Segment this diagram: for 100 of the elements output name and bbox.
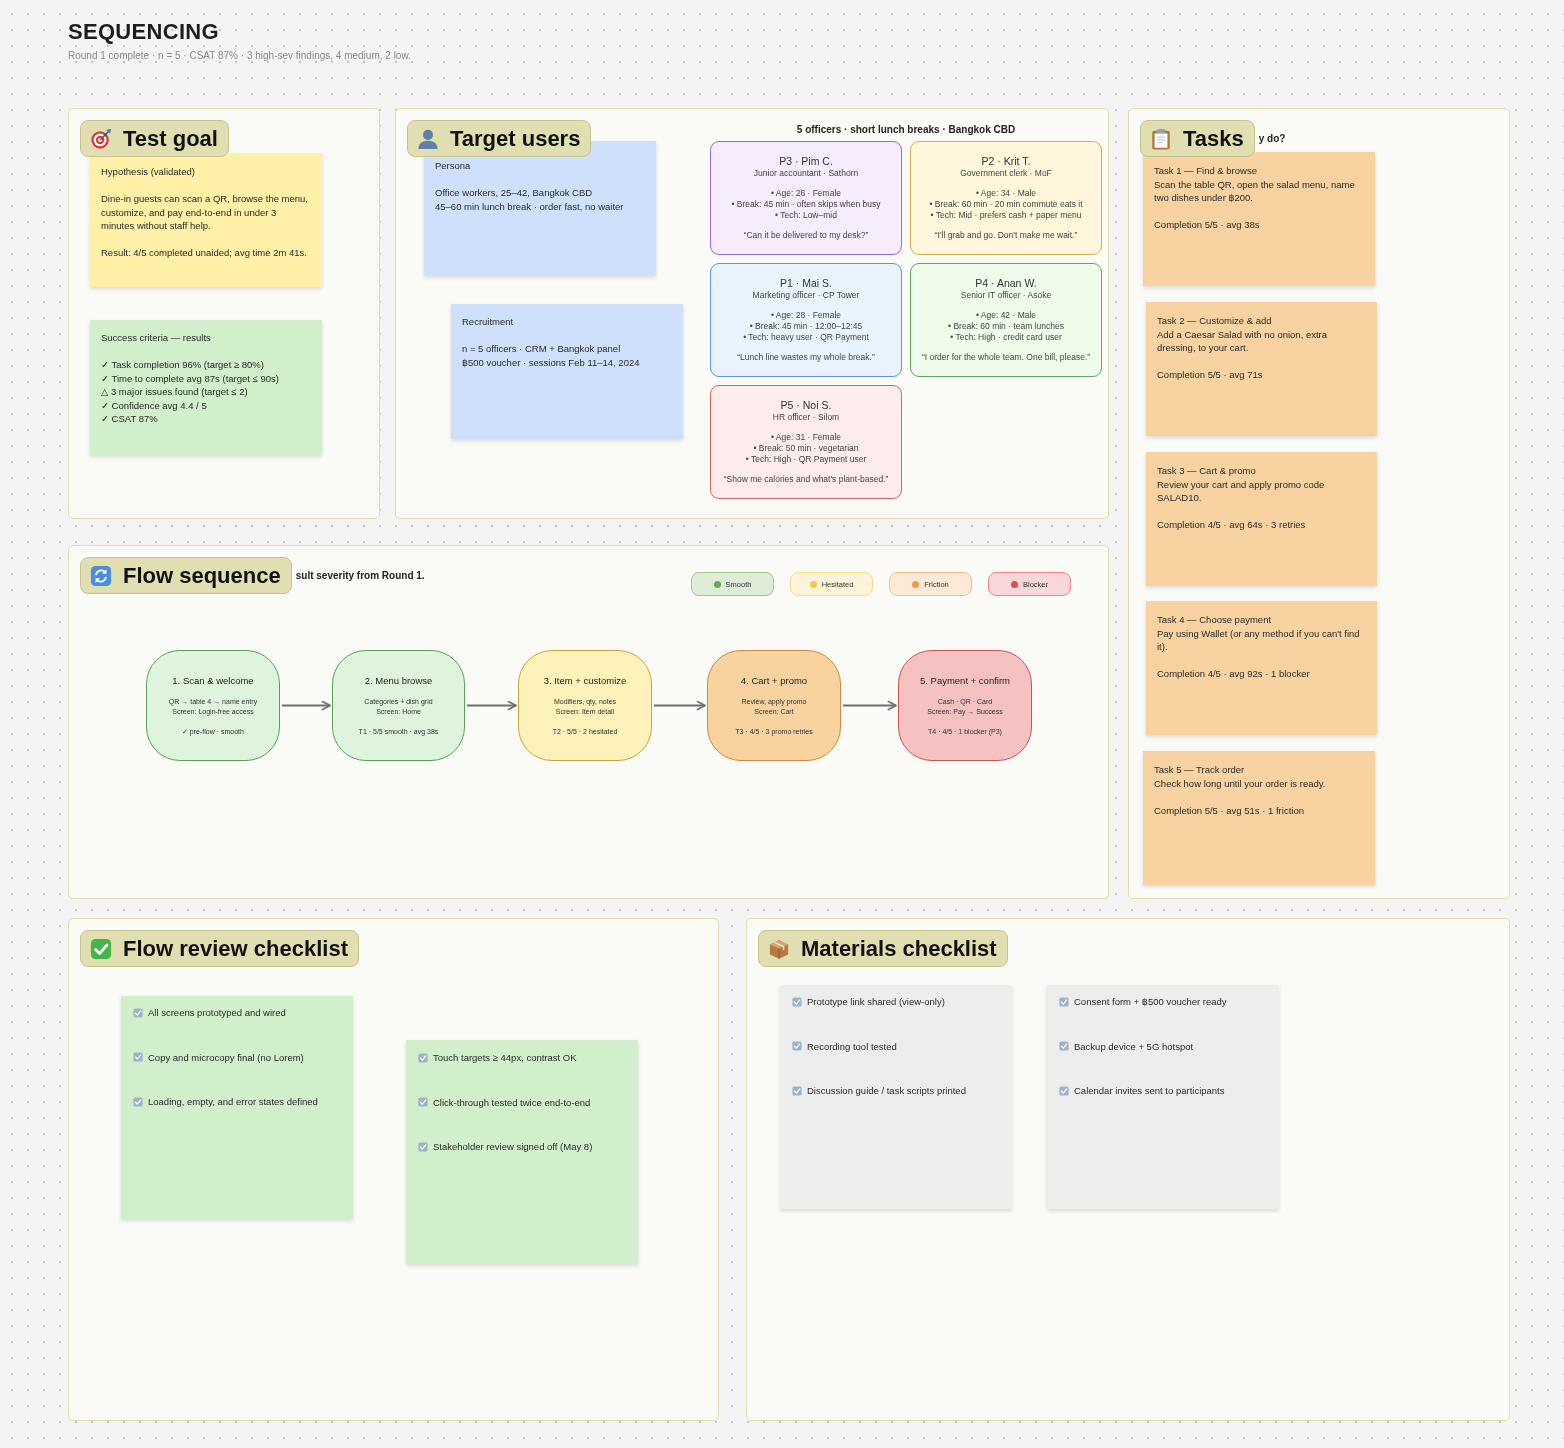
- note-text: Dine-in guests can scan a QR, browse the menu, customize, and pay end-to-end in under 3 minutes without staff help.: [101, 192, 309, 233]
- note-heading: Persona: [435, 159, 472, 173]
- persona-detail: • Break: 60 min · 20 min commute eats it: [928, 199, 1084, 210]
- section-title: Tasks: [1183, 125, 1244, 152]
- persona-quote: “I'll grab and go. Don't make me wait.”: [933, 230, 1079, 241]
- persona-detail: • Tech: Mid · prefers cash + paper menu: [929, 210, 1083, 221]
- board-section: [68, 545, 1109, 899]
- checklist-item: Touch targets ≥ 44px, contrast OK: [433, 1051, 577, 1064]
- note-text: Scan the table QR, open the salad menu, name two dishes under ฿200.: [1154, 177, 1356, 205]
- checklist-item: Recording tool tested: [807, 1039, 897, 1053]
- sticky-note: [780, 985, 1012, 1209]
- persona-quote: “Lunch line wastes my whole break.”: [736, 352, 876, 363]
- board-section: [1128, 108, 1510, 899]
- persona-role: Junior accountant · Sathorn: [752, 168, 860, 179]
- note-text: Completion 4/5 · avg 64s · 3 retries: [1157, 518, 1307, 532]
- persona-detail: • Age: 26 · Female: [769, 188, 843, 199]
- persona-role: HR officer · Silom: [771, 412, 841, 423]
- checklist-item: All screens prototyped and wired: [148, 1006, 286, 1019]
- persona-detail: • Age: 28 · Female: [769, 310, 843, 321]
- persona-quote: “Can it be delivered to my desk?”: [742, 230, 870, 241]
- section-title: Flow sequence: [123, 562, 281, 589]
- note-text: Pay using Wallet (or any method if you can't find it).: [1157, 626, 1361, 654]
- note-text: ✓ Confidence avg 4.4 / 5: [101, 398, 208, 412]
- note-text: ✓ Task completion 96% (target ≥ 80%): [101, 358, 265, 372]
- note-text: Result: 4/5 completed unaided; avg time 2m 41s.: [101, 246, 308, 260]
- note-text: Review your cart and apply promo code SALAD10.: [1157, 477, 1326, 505]
- section-title: Target users: [450, 125, 581, 152]
- section-subheading: sult severity from Round 1.: [295, 569, 425, 582]
- persona-detail: • Tech: Low–mid: [774, 210, 838, 221]
- flow-step: [146, 650, 280, 761]
- note-text: Completion 5/5 · avg 38s: [1154, 218, 1261, 232]
- checklist-item: Loading, empty, and error states defined: [148, 1095, 318, 1108]
- persona-detail: • Break: 45 min · often skips when busy: [730, 199, 882, 210]
- sticky-note: [1146, 452, 1377, 586]
- flow-step: [707, 650, 841, 761]
- step-title: 4. Cart + promo: [740, 674, 808, 687]
- step-title: 3. Item + customize: [543, 674, 627, 687]
- arrow: [466, 700, 517, 711]
- sticky-note: [1047, 985, 1279, 1209]
- arrow: [842, 700, 897, 711]
- persona-role: Government clerk · MoF: [959, 168, 1053, 179]
- board-section: [395, 108, 1109, 519]
- note-text: n = 5 officers · CRM + Bangkok panel: [462, 342, 622, 356]
- sticky-note: [1143, 751, 1375, 885]
- note-text: Completion 5/5 · avg 71s: [1157, 368, 1264, 382]
- flow-step: [332, 650, 465, 761]
- note-heading: Task 5 — Track order: [1154, 763, 1246, 777]
- checklist-item: Copy and microcopy final (no Lorem): [148, 1050, 304, 1064]
- checklist-item: Backup device + 5G hotspot: [1074, 1039, 1194, 1053]
- persona-quote: “Show me calories and what's plant-based.”: [722, 474, 890, 485]
- note-text: ✓ CSAT 87%: [101, 412, 159, 426]
- board-section: [68, 108, 380, 519]
- persona-detail: • Break: 60 min · team lunches: [947, 321, 1065, 332]
- persona-detail: • Age: 31 · Female: [769, 432, 843, 443]
- board-section: [68, 918, 719, 1421]
- checklist-item: Click-through tested twice end-to-end: [433, 1095, 591, 1109]
- checklist-item: Discussion guide / task scripts printed: [807, 1084, 966, 1097]
- note-text: 45–60 min lunch break · order fast, no waiter: [435, 199, 625, 213]
- sticky-note: [1143, 152, 1375, 286]
- sticky-note: [121, 996, 353, 1219]
- sticky-note: [406, 1040, 638, 1264]
- section-title: Materials checklist: [801, 935, 997, 962]
- persona-card: [710, 141, 902, 255]
- persona-name: P4 · Anan W.: [974, 277, 1038, 290]
- section-title: Flow review checklist: [123, 935, 348, 962]
- persona-name: P3 · Pim C.: [778, 155, 834, 168]
- arrow: [281, 700, 331, 711]
- page-title: SEQUENCING: [68, 19, 219, 45]
- persona-card: [910, 141, 1102, 255]
- flow-step: [518, 650, 652, 761]
- note-heading: Task 3 — Cart & promo: [1157, 464, 1257, 478]
- persona-detail: • Age: 42 · Male: [974, 310, 1038, 321]
- note-text: Check how long until your order is ready.: [1154, 776, 1327, 790]
- step-title: 1. Scan & welcome: [172, 674, 254, 687]
- note-text: Completion 4/5 · avg 92s · 1 blocker: [1157, 667, 1311, 681]
- persona-role: Marketing officer · CP Tower: [751, 290, 861, 301]
- section-title: Test goal: [123, 125, 218, 152]
- persona-quote: “I order for the whole team. One bill, please.”: [920, 352, 1092, 363]
- note-heading: Hypothesis (validated): [101, 165, 196, 179]
- arrow: [653, 700, 706, 711]
- sticky-note: [1146, 302, 1377, 436]
- note-heading: Task 1 — Find & browse: [1154, 164, 1258, 178]
- note-text: Completion 5/5 · avg 51s · 1 friction: [1154, 803, 1305, 817]
- flow-step: [898, 650, 1032, 761]
- persona-role: Senior IT officer · Asoke: [959, 290, 1053, 301]
- note-text: △ 3 major issues found (target ≤ 2): [101, 385, 249, 399]
- persona-detail: • Tech: High · QR Payment user: [744, 454, 868, 465]
- persona-detail: • Break: 45 min · 12:00–12:45: [748, 321, 864, 332]
- group-heading: 5 officers · short lunch breaks · Bangkok CBD: [795, 123, 1017, 136]
- persona-card: [710, 385, 902, 499]
- persona-detail: • Age: 34 · Male: [974, 188, 1038, 199]
- persona-name: P2 · Krit T.: [980, 155, 1032, 168]
- note-text: Office workers, 25–42, Bangkok CBD: [435, 186, 594, 200]
- note-heading: Success criteria — results: [101, 331, 212, 345]
- checklist-item: Stakeholder review signed off (May 8): [433, 1140, 593, 1153]
- persona-detail: • Break: 50 min · vegetarian: [752, 443, 860, 454]
- step-title: 5. Payment + confirm: [920, 674, 1010, 687]
- board-section: [746, 918, 1510, 1421]
- persona-name: P1 · Mai S.: [779, 277, 833, 290]
- note-text: ✓ Time to complete avg 87s (target ≤ 90s): [101, 371, 280, 385]
